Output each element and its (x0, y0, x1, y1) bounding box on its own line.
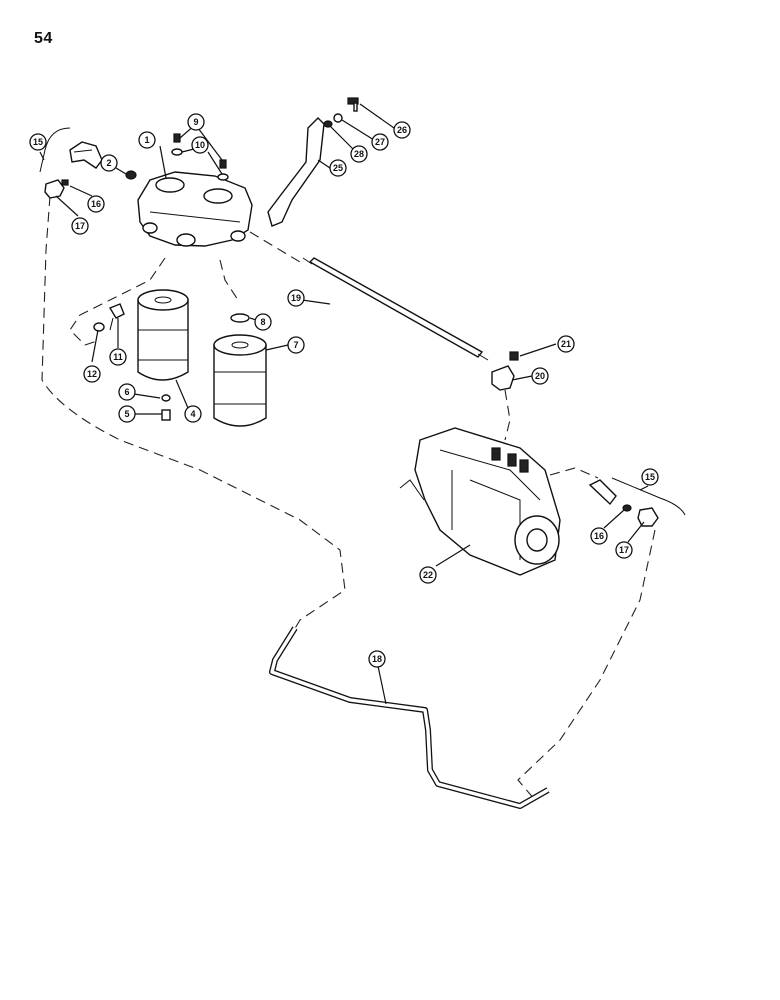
plug-2 (125, 170, 137, 180)
bracket-25 (267, 117, 325, 227)
callout-27: 27 (371, 133, 389, 151)
screws-9-washers-10 (171, 133, 229, 181)
dash-pump-to-fitting-right (549, 467, 599, 479)
callout-6-label: 6 (124, 387, 129, 397)
dash-head-to-line19 (249, 231, 301, 263)
callout-17-right: 17 (615, 541, 633, 559)
callout-16-right-label: 16 (594, 531, 604, 541)
callout-28: 28 (350, 145, 368, 163)
bracket-group-15-right (611, 477, 686, 516)
callout-7-label: 7 (293, 340, 298, 350)
callout-21: 21 (557, 335, 575, 353)
filter-head (137, 171, 253, 247)
callout-4: 4 (184, 405, 202, 423)
callout-1: 1 (138, 131, 156, 149)
callout-15-left: 15 (29, 133, 47, 151)
fitting-21 (509, 351, 519, 361)
dash-head-to-filter-left (69, 257, 166, 346)
callout-26: 26 (393, 121, 411, 139)
callout-16-left-label: 16 (91, 199, 101, 209)
callout-17-right-label: 17 (619, 545, 629, 555)
washer-27 (333, 113, 343, 123)
callout-17-left-label: 17 (75, 221, 85, 231)
callout-10-label: 10 (195, 140, 205, 150)
callout-15-left-label: 15 (33, 137, 43, 147)
dash-fitting-to-tube-left (41, 195, 346, 646)
callout-25: 25 (329, 159, 347, 177)
callout-2: 2 (100, 154, 118, 172)
callout-27-label: 27 (375, 137, 385, 147)
callout-15-right-label: 15 (645, 472, 655, 482)
bracket-group-15-left (39, 127, 71, 173)
fitting-15-right (588, 479, 617, 506)
fuel-tube-18 (269, 626, 550, 809)
callout-21-label: 21 (561, 339, 571, 349)
washer-12 (93, 322, 105, 332)
callout-22-label: 22 (423, 570, 433, 580)
fuel-line-19 (302, 257, 489, 361)
callout-16-right: 16 (590, 527, 608, 545)
callout-19: 19 (287, 289, 305, 307)
callout-5-label: 5 (124, 409, 129, 419)
callout-17-left: 17 (71, 217, 89, 235)
bolt-26 (347, 97, 359, 112)
callout-1-label: 1 (144, 135, 149, 145)
callout-11: 11 (109, 348, 127, 366)
callout-4-label: 4 (190, 409, 195, 419)
sleeve-16-left (61, 179, 69, 186)
callout-12-label: 12 (87, 369, 97, 379)
dash-fitting-right-to-tube (517, 529, 656, 801)
callout-16-left: 16 (87, 195, 105, 213)
callout-20: 20 (531, 367, 549, 385)
callout-20-label: 20 (535, 371, 545, 381)
callout-8: 8 (254, 313, 272, 331)
nut-17-right (637, 507, 659, 527)
dashed-connection-lines (41, 195, 656, 801)
callout-6: 6 (118, 383, 136, 401)
callout-2-label: 2 (106, 158, 111, 168)
callout-28-label: 28 (354, 149, 364, 159)
o-ring-8 (230, 313, 250, 323)
filter-4 (137, 289, 189, 381)
filter-7 (213, 334, 267, 427)
plug-5 (161, 409, 171, 421)
page-number: 54 (34, 30, 53, 47)
elbow-fitting-15-left (69, 141, 103, 169)
callout-5: 5 (118, 405, 136, 423)
bolt-11 (108, 303, 125, 331)
callout-9-label: 9 (193, 117, 198, 127)
dash-elbow-to-pump (504, 389, 511, 441)
callout-12: 12 (83, 365, 101, 383)
callout-8-label: 8 (260, 317, 265, 327)
sleeve-16-right (622, 504, 632, 512)
callout-22: 22 (419, 566, 437, 584)
callout-25-label: 25 (333, 163, 343, 173)
callout-11-label: 11 (113, 352, 123, 362)
elbow-20 (491, 365, 515, 391)
callout-26-label: 26 (397, 125, 407, 135)
callout-18: 18 (368, 650, 386, 668)
leader-lines (39, 103, 649, 705)
callout-10: 10 (191, 136, 209, 154)
nut-17-left (44, 179, 65, 199)
callout-7: 7 (287, 336, 305, 354)
callout-9: 9 (187, 113, 205, 131)
ring-6 (161, 394, 171, 402)
callout-19-label: 19 (291, 293, 301, 303)
callout-18-label: 18 (372, 654, 382, 664)
dash-head-to-filter-right (219, 259, 239, 301)
washer-28 (323, 120, 333, 128)
callout-15-right: 15 (641, 468, 659, 486)
injection-pump-22 (399, 427, 561, 576)
